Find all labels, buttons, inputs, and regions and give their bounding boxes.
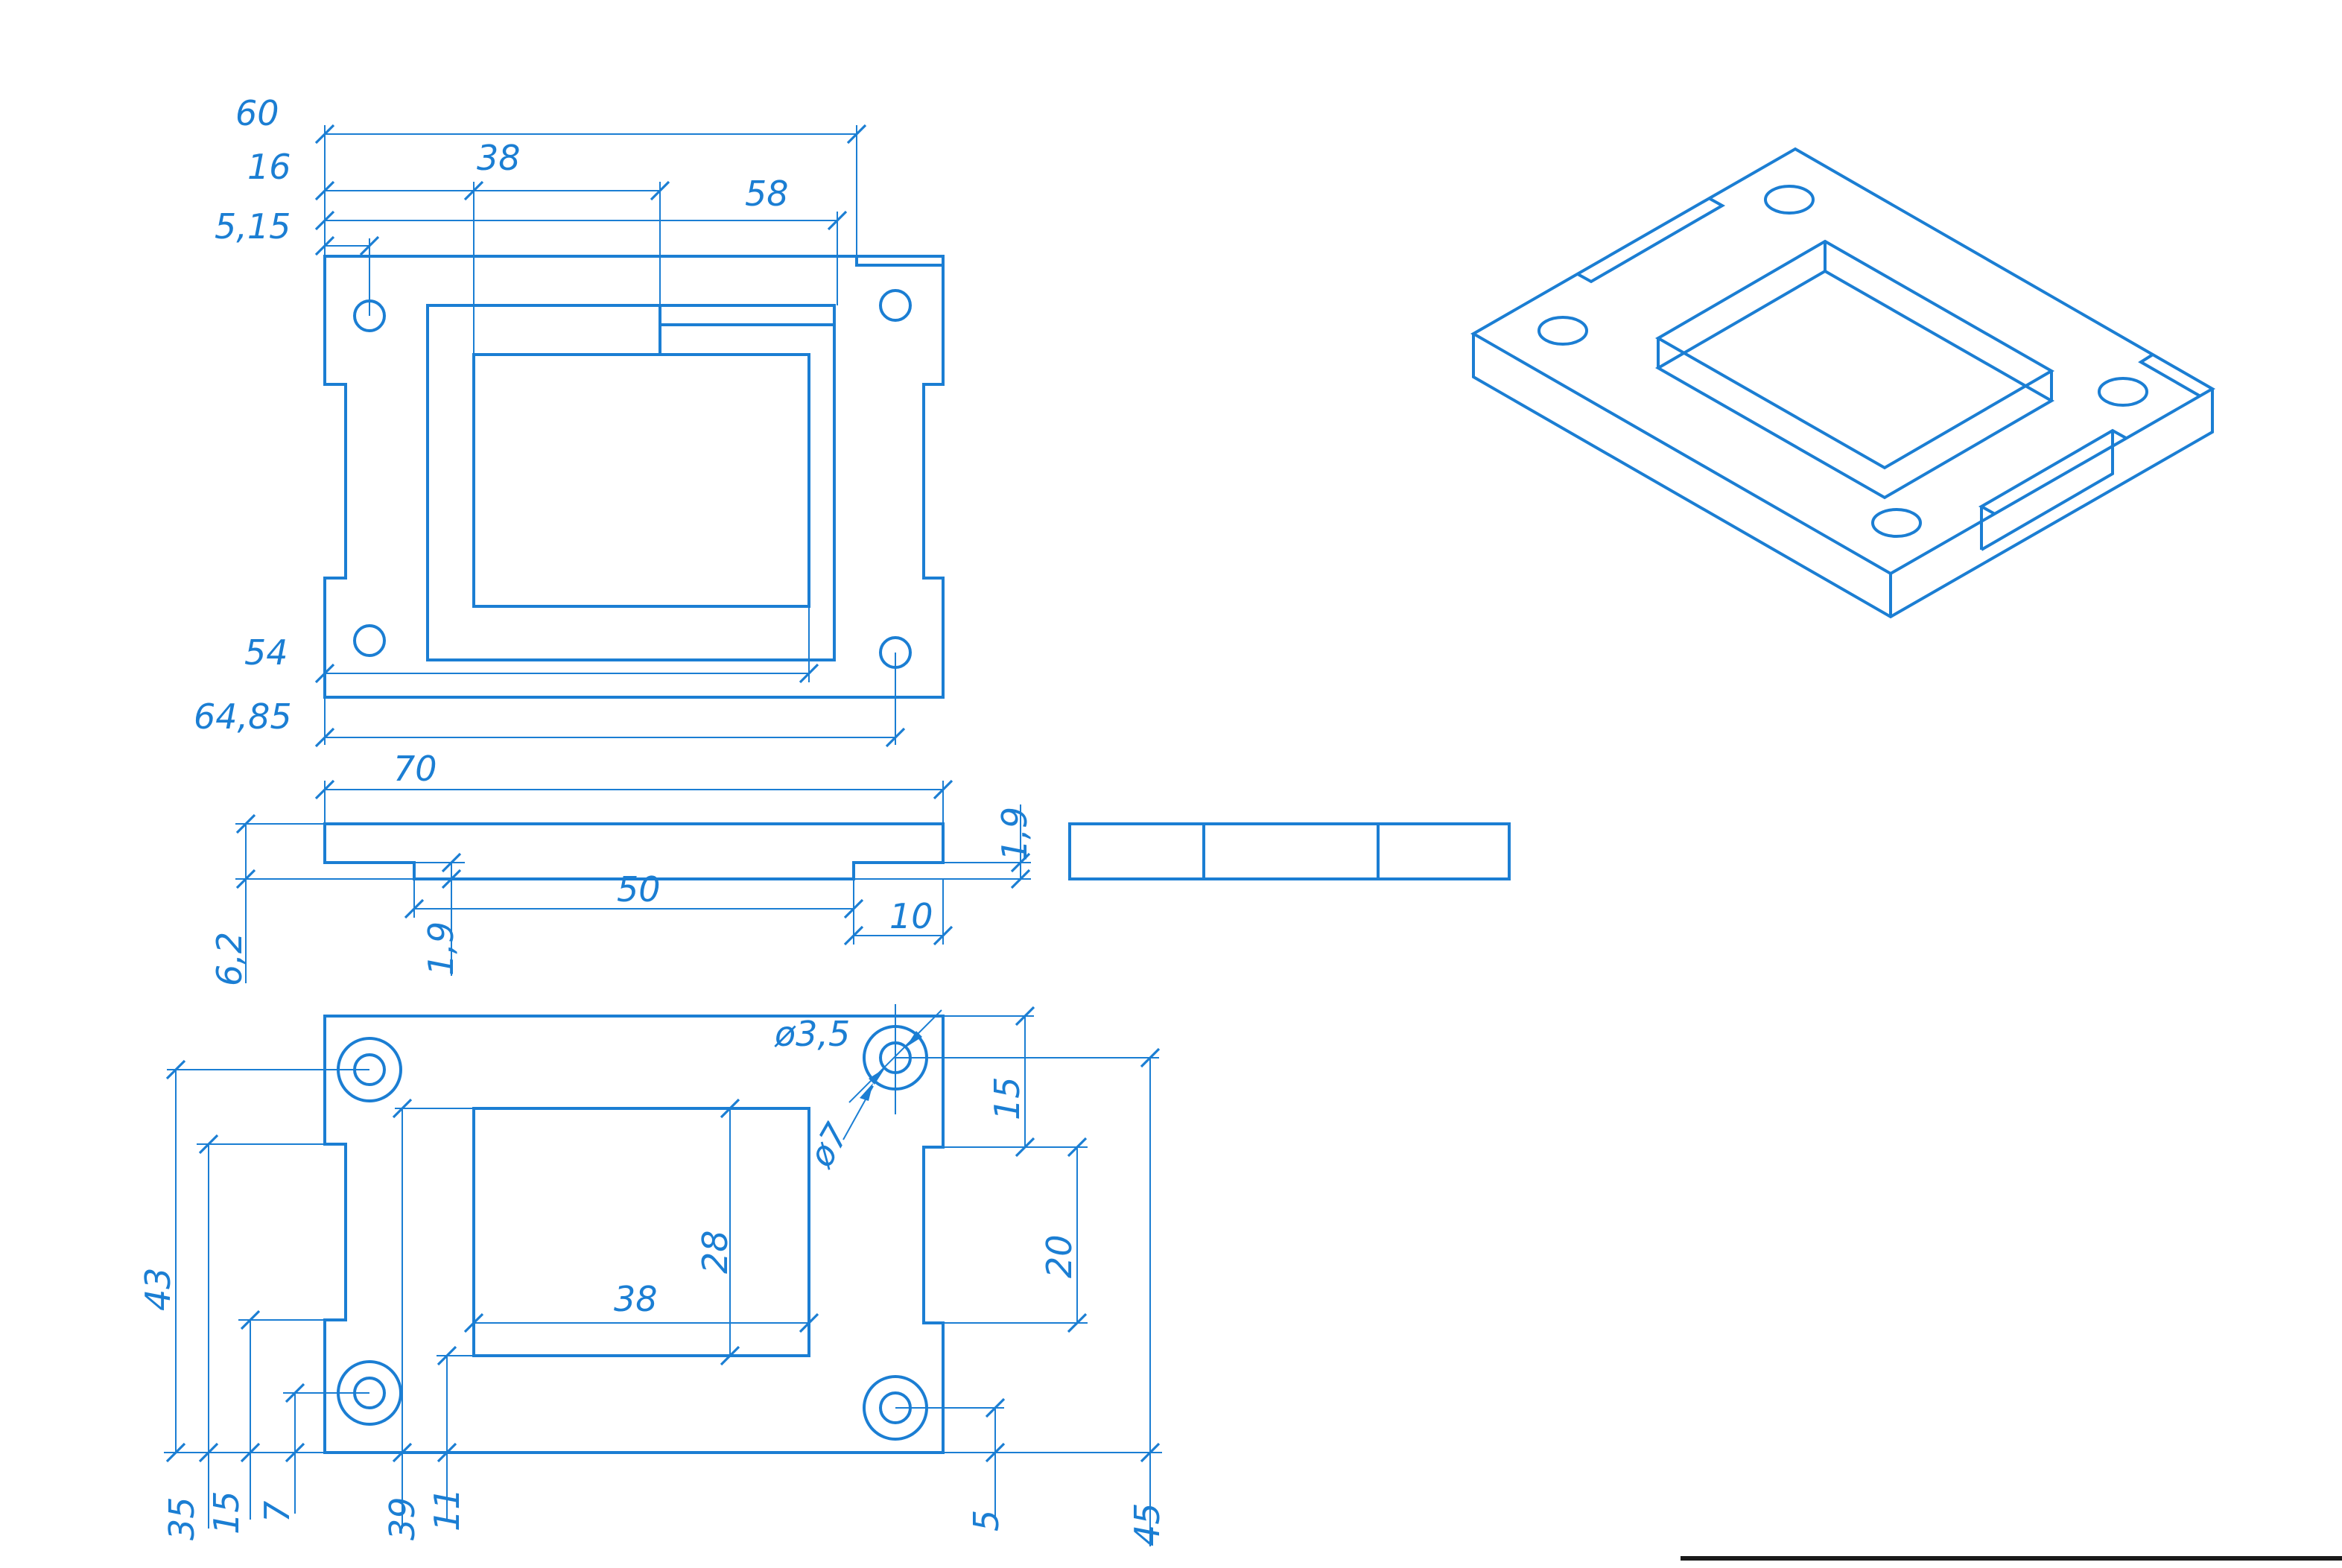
dim-label-6-2: 6,2 [209,932,250,986]
iso-top-face [1470,147,2216,576]
bottom-view-dimension-lines [164,1004,1162,1546]
dim-label-43: 43 [138,1267,178,1311]
dim-label-60: 60 [235,93,279,133]
iso-hole-3 [1537,316,1588,346]
dim-label-64-85: 64,85 [194,696,292,737]
iso-pocket-rim [1654,239,2055,470]
iso-edge-step [2138,353,2201,398]
dim-label-dia-3-5: ø3,5 [774,1014,850,1054]
iso-hole-4 [1871,508,1922,538]
isometric-view [1470,147,2216,619]
bottom-view-outline [323,1015,945,1454]
side-view [1068,822,1511,880]
dim-label-11: 11 [427,1488,467,1532]
dim-label-1-9-right: 1,9 [994,807,1035,861]
hole-bottom-left [353,624,386,657]
top-view-boss-rect [426,304,836,661]
leader-arrowheads [860,1031,922,1101]
top-view-pocket-rect [472,353,810,608]
dim-label-50: 50 [617,869,661,910]
top-view: 60 16 38 58 5,15 54 64,85 [194,93,945,748]
dim-label-15-left: 15 [206,1491,247,1534]
bottom-view-dimension-ticks [165,1006,1161,1463]
front-view: 70 50 10 6,2 1,9 1,9 [209,749,1035,986]
dim-label-38-bottom: 38 [614,1279,658,1319]
dim-label-5: 5 [966,1510,1006,1532]
iso-notch-front-right [1978,428,2127,551]
dim-label-38-top: 38 [477,138,521,178]
dim-label-10: 10 [889,896,933,936]
iso-pocket-floor [1654,241,2055,500]
top-view-pocket-step [659,305,834,355]
dim-label-15-right: 15 [987,1076,1027,1120]
dim-label-16: 16 [247,147,291,187]
front-view-dimension-lines [235,781,1031,983]
dim-label-45: 45 [1127,1502,1167,1546]
hole-top-right [879,289,912,322]
dim-label-35: 35 [162,1496,202,1540]
iso-hole-2 [2098,377,2148,407]
dim-label-39: 39 [382,1496,422,1540]
bottom-view-pocket-rect [472,1107,810,1357]
top-view-outline [323,255,945,699]
dim-label-5-15: 5,15 [215,206,291,247]
bottom-view: ø3,5 ø7 38 28 43 35 15 7 39 11 15 20 5 4… [138,1004,1167,1546]
dim-label-7: 7 [257,1501,297,1523]
top-view-dimension-ticks [314,124,906,748]
iso-notch-far-left [1577,197,1726,284]
dim-label-54: 54 [244,632,288,673]
dim-label-1-9-left: 1,9 [421,921,461,976]
dim-label-28: 28 [695,1230,735,1274]
dim-label-20: 20 [1039,1234,1079,1278]
dim-label-70: 70 [393,749,437,789]
front-view-dimension-ticks [235,779,1031,946]
iso-bottom-edges [1472,334,2214,619]
iso-hole-1 [1764,185,1815,215]
side-view-outline [1068,822,1511,880]
dim-label-58: 58 [745,174,789,214]
